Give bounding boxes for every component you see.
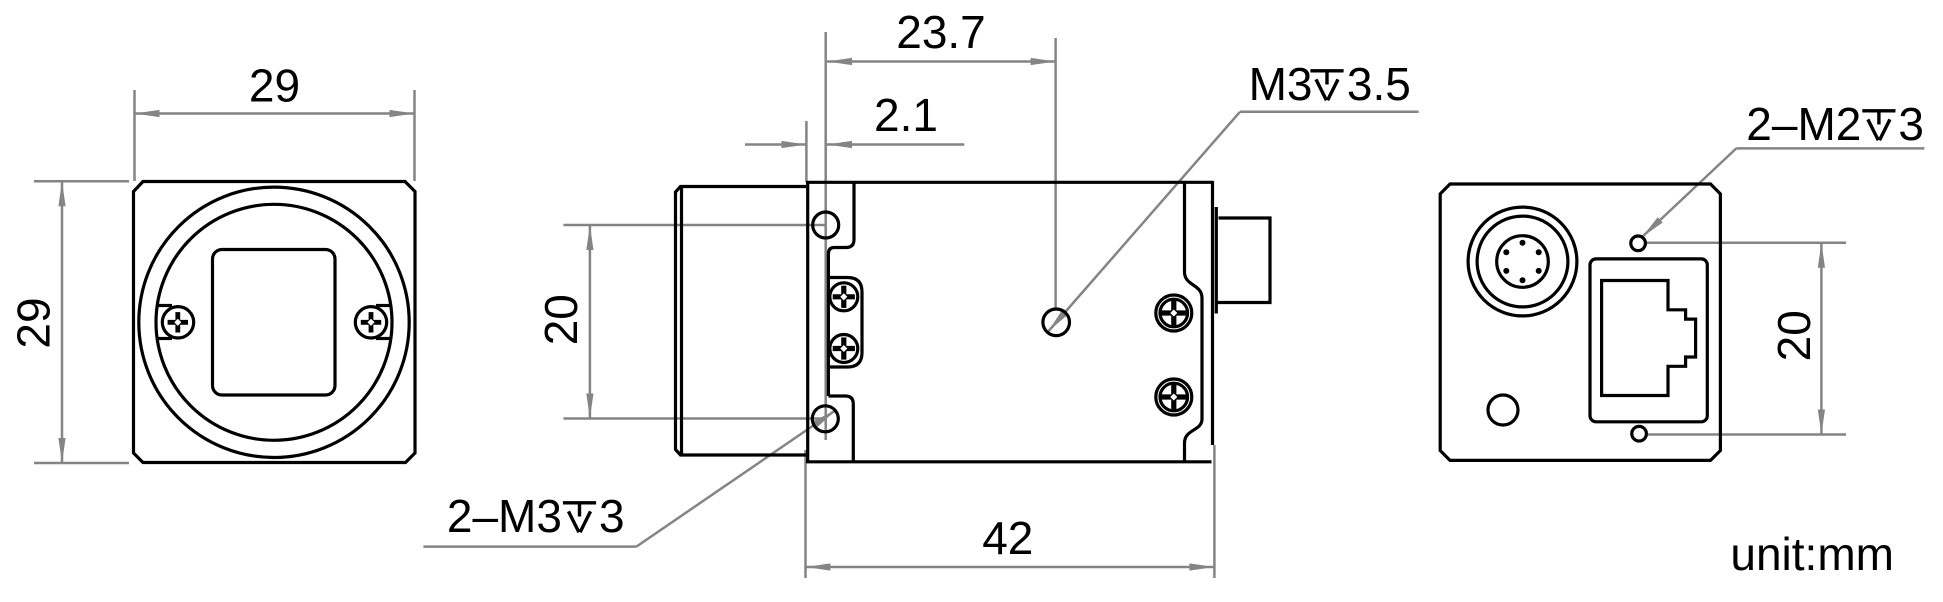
svg-text:2.1: 2.1 [874, 89, 938, 141]
svg-text:3.5: 3.5 [1347, 58, 1411, 110]
svg-text:23.7: 23.7 [896, 6, 986, 58]
svg-text:29: 29 [8, 297, 60, 348]
svg-text:29: 29 [249, 60, 300, 112]
svg-text:unit:mm: unit:mm [1730, 528, 1894, 580]
svg-text:42: 42 [982, 512, 1033, 564]
svg-text:20: 20 [535, 294, 587, 345]
svg-text:3: 3 [599, 490, 625, 542]
svg-text:M3: M3 [1249, 58, 1313, 110]
svg-text:3: 3 [1898, 98, 1924, 150]
svg-text:2–M2: 2–M2 [1746, 98, 1861, 150]
svg-text:2–M3: 2–M3 [447, 490, 562, 542]
svg-text:20: 20 [1768, 310, 1820, 361]
